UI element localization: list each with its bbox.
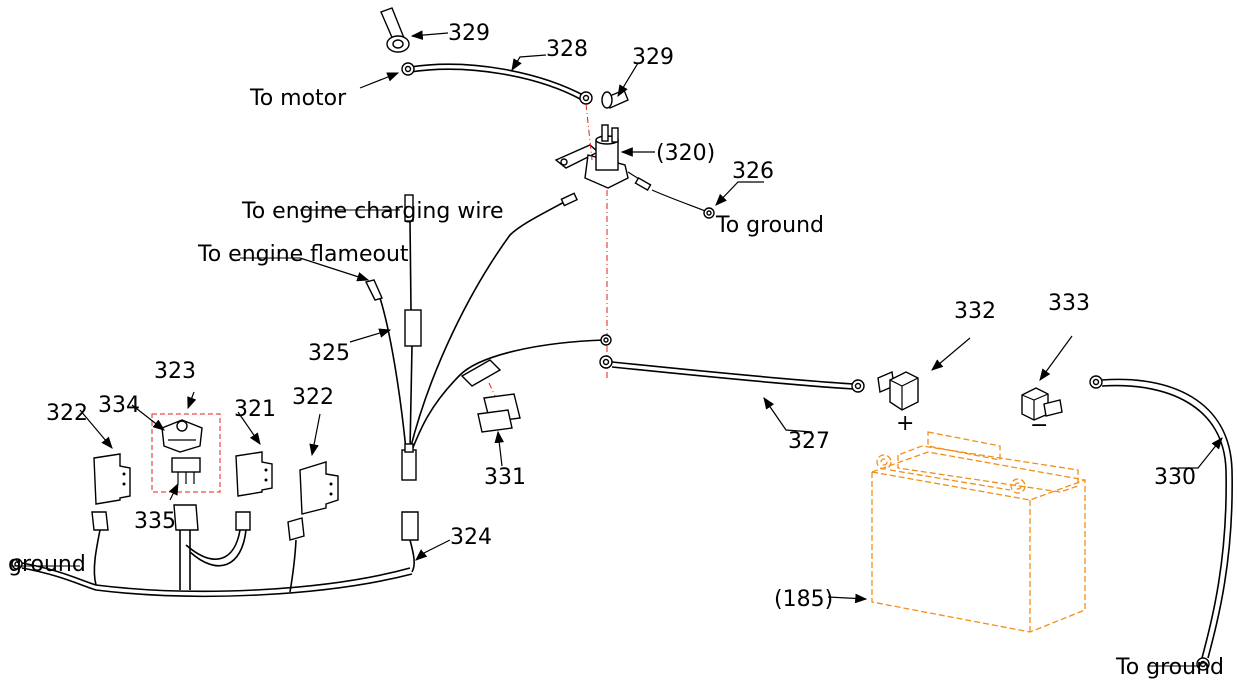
solenoid-320 [554, 124, 715, 219]
cable-330 [1089, 375, 1233, 671]
terminal-boot-329a [380, 7, 410, 53]
terminal-boot-329b [601, 89, 629, 109]
relay-322b [299, 461, 339, 515]
callout-326: 326 [732, 159, 774, 184]
label-to-ground-2: To ground [1115, 655, 1224, 680]
callout-329a: 329 [448, 21, 490, 46]
callout-325: 325 [308, 341, 350, 366]
positive-terminal-332 [877, 370, 919, 411]
label-to-motor: To motor [249, 86, 347, 111]
callout-330: 330 [1154, 465, 1196, 490]
negative-terminal-333 [1021, 387, 1063, 421]
callout-331: 331 [484, 465, 526, 490]
callout-185: (185) [774, 587, 833, 612]
callout-324: 324 [450, 525, 492, 550]
callout-333: 333 [1048, 291, 1090, 316]
callout-320: (320) [656, 141, 715, 166]
battery-185 [871, 431, 1086, 633]
cable-327 [599, 355, 865, 393]
harness-324 [11, 504, 419, 598]
centerline-1 [585, 103, 593, 161]
label-to-engine-charging-wire: To engine charging wire [241, 199, 504, 224]
centerline-3 [488, 382, 496, 397]
callout-327: 327 [788, 429, 830, 454]
label-to-engine-flameout: To engine flameout [197, 242, 409, 267]
connector-331 [460, 359, 521, 433]
callout-329b: 329 [632, 45, 674, 70]
callout-322b: 322 [292, 385, 334, 410]
callout-322a: 322 [46, 401, 88, 426]
negative-sign: − [1030, 413, 1048, 438]
label-ground: ground [8, 552, 86, 577]
relay-322a [93, 453, 131, 505]
cable-328 [401, 62, 593, 105]
callout-323: 323 [154, 359, 196, 384]
leader-lines [79, 30, 1223, 604]
callout-334: 334 [98, 393, 140, 418]
relay-321 [235, 451, 273, 497]
label-to-ground-1: To ground [715, 213, 824, 238]
callout-335: 335 [134, 509, 176, 534]
harness-325 [364, 192, 612, 481]
positive-sign: + [896, 411, 914, 436]
callout-321: 321 [234, 397, 276, 422]
callout-332: 332 [954, 299, 996, 324]
callout-328: 328 [546, 37, 588, 62]
key-switch-assembly-323 [151, 413, 221, 493]
